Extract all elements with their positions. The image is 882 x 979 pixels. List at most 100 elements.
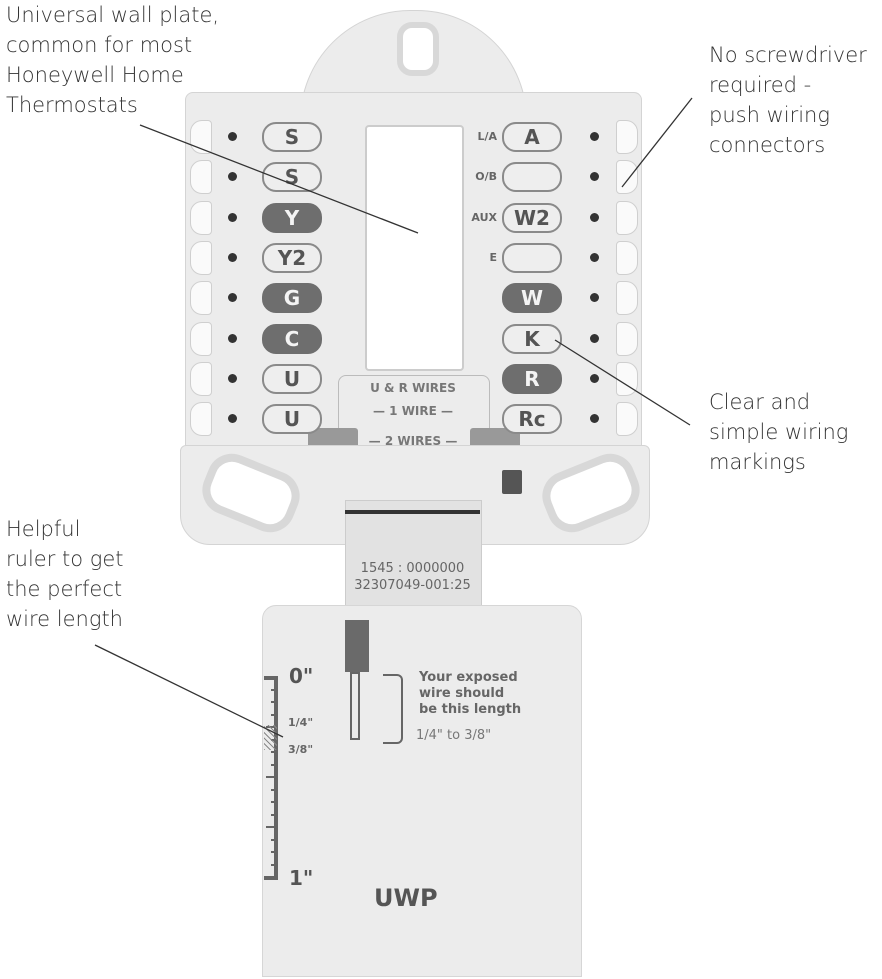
right-terminal-label: A [502, 122, 562, 152]
callout-line: common for most [6, 33, 193, 57]
ruler-tick [271, 863, 278, 866]
instruction-line: wire should [419, 686, 505, 701]
callout-markings: Clear and simple wiring markings [709, 387, 848, 477]
wire-ruler-card[interactable] [262, 605, 582, 977]
callout-line: connectors [709, 133, 826, 157]
right-terminal-label: K [502, 323, 562, 354]
right-terminal-label: W2 [502, 202, 562, 233]
callout-line: simple wiring [709, 420, 849, 444]
serial-number: 1545 : 0000000 32307049-001:25 [345, 560, 480, 594]
instruction-line: be this length [419, 702, 522, 717]
left-push-connector[interactable] [190, 120, 212, 154]
right-terminal-label [502, 242, 562, 273]
callout-ruler: Helpful ruler to get the perfect wire le… [6, 514, 124, 634]
left-terminal-label: Y [262, 202, 322, 233]
callout-line-screwdriver [621, 97, 693, 188]
ruler-tick [271, 813, 278, 816]
left-push-connector[interactable] [190, 240, 212, 275]
top-screw-slot [397, 22, 439, 76]
right-terminal-alt-label: O/B [475, 170, 497, 184]
callout-line: required - [709, 73, 812, 97]
ruler-tick [271, 751, 278, 753]
callout-line: Universal wall plate, [6, 3, 220, 27]
length-range: 1/4" to 3/8" [416, 728, 492, 743]
ruler-tick [266, 826, 278, 828]
ruler-tick [271, 688, 278, 691]
serial-line-1: 1545 : 0000000 [360, 561, 465, 576]
left-wire-hole[interactable] [228, 293, 237, 303]
model-label: UWP [374, 884, 438, 912]
left-push-connector[interactable] [190, 200, 212, 235]
one-wire-label: — 1 WIRE — [372, 404, 454, 418]
left-terminal-label: S [262, 162, 322, 193]
left-wire-hole[interactable] [228, 132, 237, 141]
callout-line: ruler to get [6, 547, 124, 571]
wire-bare-icon [350, 672, 360, 740]
right-wire-hole[interactable] [590, 252, 599, 262]
callout-line-ruler [94, 644, 284, 738]
serial-line-2: 32307049-001:25 [354, 578, 471, 593]
left-terminal-label: G [262, 283, 322, 314]
right-terminal-alt-label: E [489, 250, 497, 264]
callout-line: Clear and [709, 390, 811, 414]
tongue-slot [345, 510, 480, 514]
instruction-line: Your exposed [419, 670, 518, 685]
two-wires-label: — 2 WIRES — [368, 434, 458, 448]
callout-screwdriver: No screwdriver required - push wiring co… [709, 40, 867, 160]
right-wire-hole[interactable] [590, 333, 599, 343]
center-window [365, 125, 464, 371]
left-wire-hole[interactable] [228, 212, 237, 222]
left-push-connector[interactable] [190, 402, 212, 437]
ruler-quarter-label: 1/4" [288, 716, 314, 729]
left-push-connector[interactable] [190, 321, 212, 356]
callout-line: the perfect [6, 577, 123, 601]
ruler-tick [264, 876, 278, 880]
callout-line-wall-plate [139, 124, 419, 234]
left-wire-hole[interactable] [228, 333, 237, 343]
right-wire-hole[interactable] [590, 414, 599, 424]
right-terminal-alt-label: L/A [477, 130, 497, 143]
right-terminal-alt-label: AUX [471, 210, 497, 224]
left-wire-hole[interactable] [228, 252, 237, 262]
ruler-tick [271, 801, 278, 803]
left-terminal-label: U [262, 404, 322, 435]
callout-line: wire length [6, 607, 123, 631]
left-push-connector[interactable] [190, 160, 212, 195]
right-wire-hole[interactable] [590, 293, 599, 303]
ruler-tick [271, 713, 278, 716]
left-wire-hole[interactable] [228, 414, 237, 424]
ruler-tick [271, 838, 278, 841]
ruler-tick [266, 776, 278, 778]
left-push-connector[interactable] [190, 361, 212, 396]
left-terminal-label: S [262, 122, 322, 152]
ruler-tick [271, 851, 278, 853]
ruler-tick [271, 701, 278, 703]
left-push-connector[interactable] [190, 281, 212, 316]
ruler-tick [271, 763, 278, 766]
ruler-zero-label: 0" [289, 664, 314, 688]
ruler-tongue [345, 500, 482, 610]
left-wire-hole[interactable] [228, 172, 237, 182]
ruler-tick [271, 788, 278, 791]
right-wire-hole[interactable] [590, 373, 599, 383]
right-wire-hole[interactable] [590, 212, 599, 222]
right-terminal-label [502, 162, 562, 193]
callout-line: markings [709, 450, 806, 474]
right-wire-hole[interactable] [590, 132, 599, 141]
right-terminal-label: R [502, 363, 562, 394]
right-wire-hole[interactable] [590, 172, 599, 182]
left-terminal-label: C [262, 323, 322, 354]
ruler-hatch [264, 725, 277, 750]
left-wire-hole[interactable] [228, 373, 237, 383]
wire-insulation-icon [345, 620, 369, 672]
left-terminal-label: U [262, 363, 322, 394]
callout-line: Honeywell Home [6, 63, 184, 87]
bracket-icon [383, 674, 403, 744]
callout-line: push wiring [709, 103, 830, 127]
right-terminal-label: Rc [502, 404, 562, 435]
level-indicator [502, 470, 522, 494]
left-terminal-label: Y2 [262, 242, 322, 273]
callout-line: Thermostats [6, 93, 138, 117]
exposed-wire-instruction: Your exposed wire should be this length [419, 670, 521, 718]
